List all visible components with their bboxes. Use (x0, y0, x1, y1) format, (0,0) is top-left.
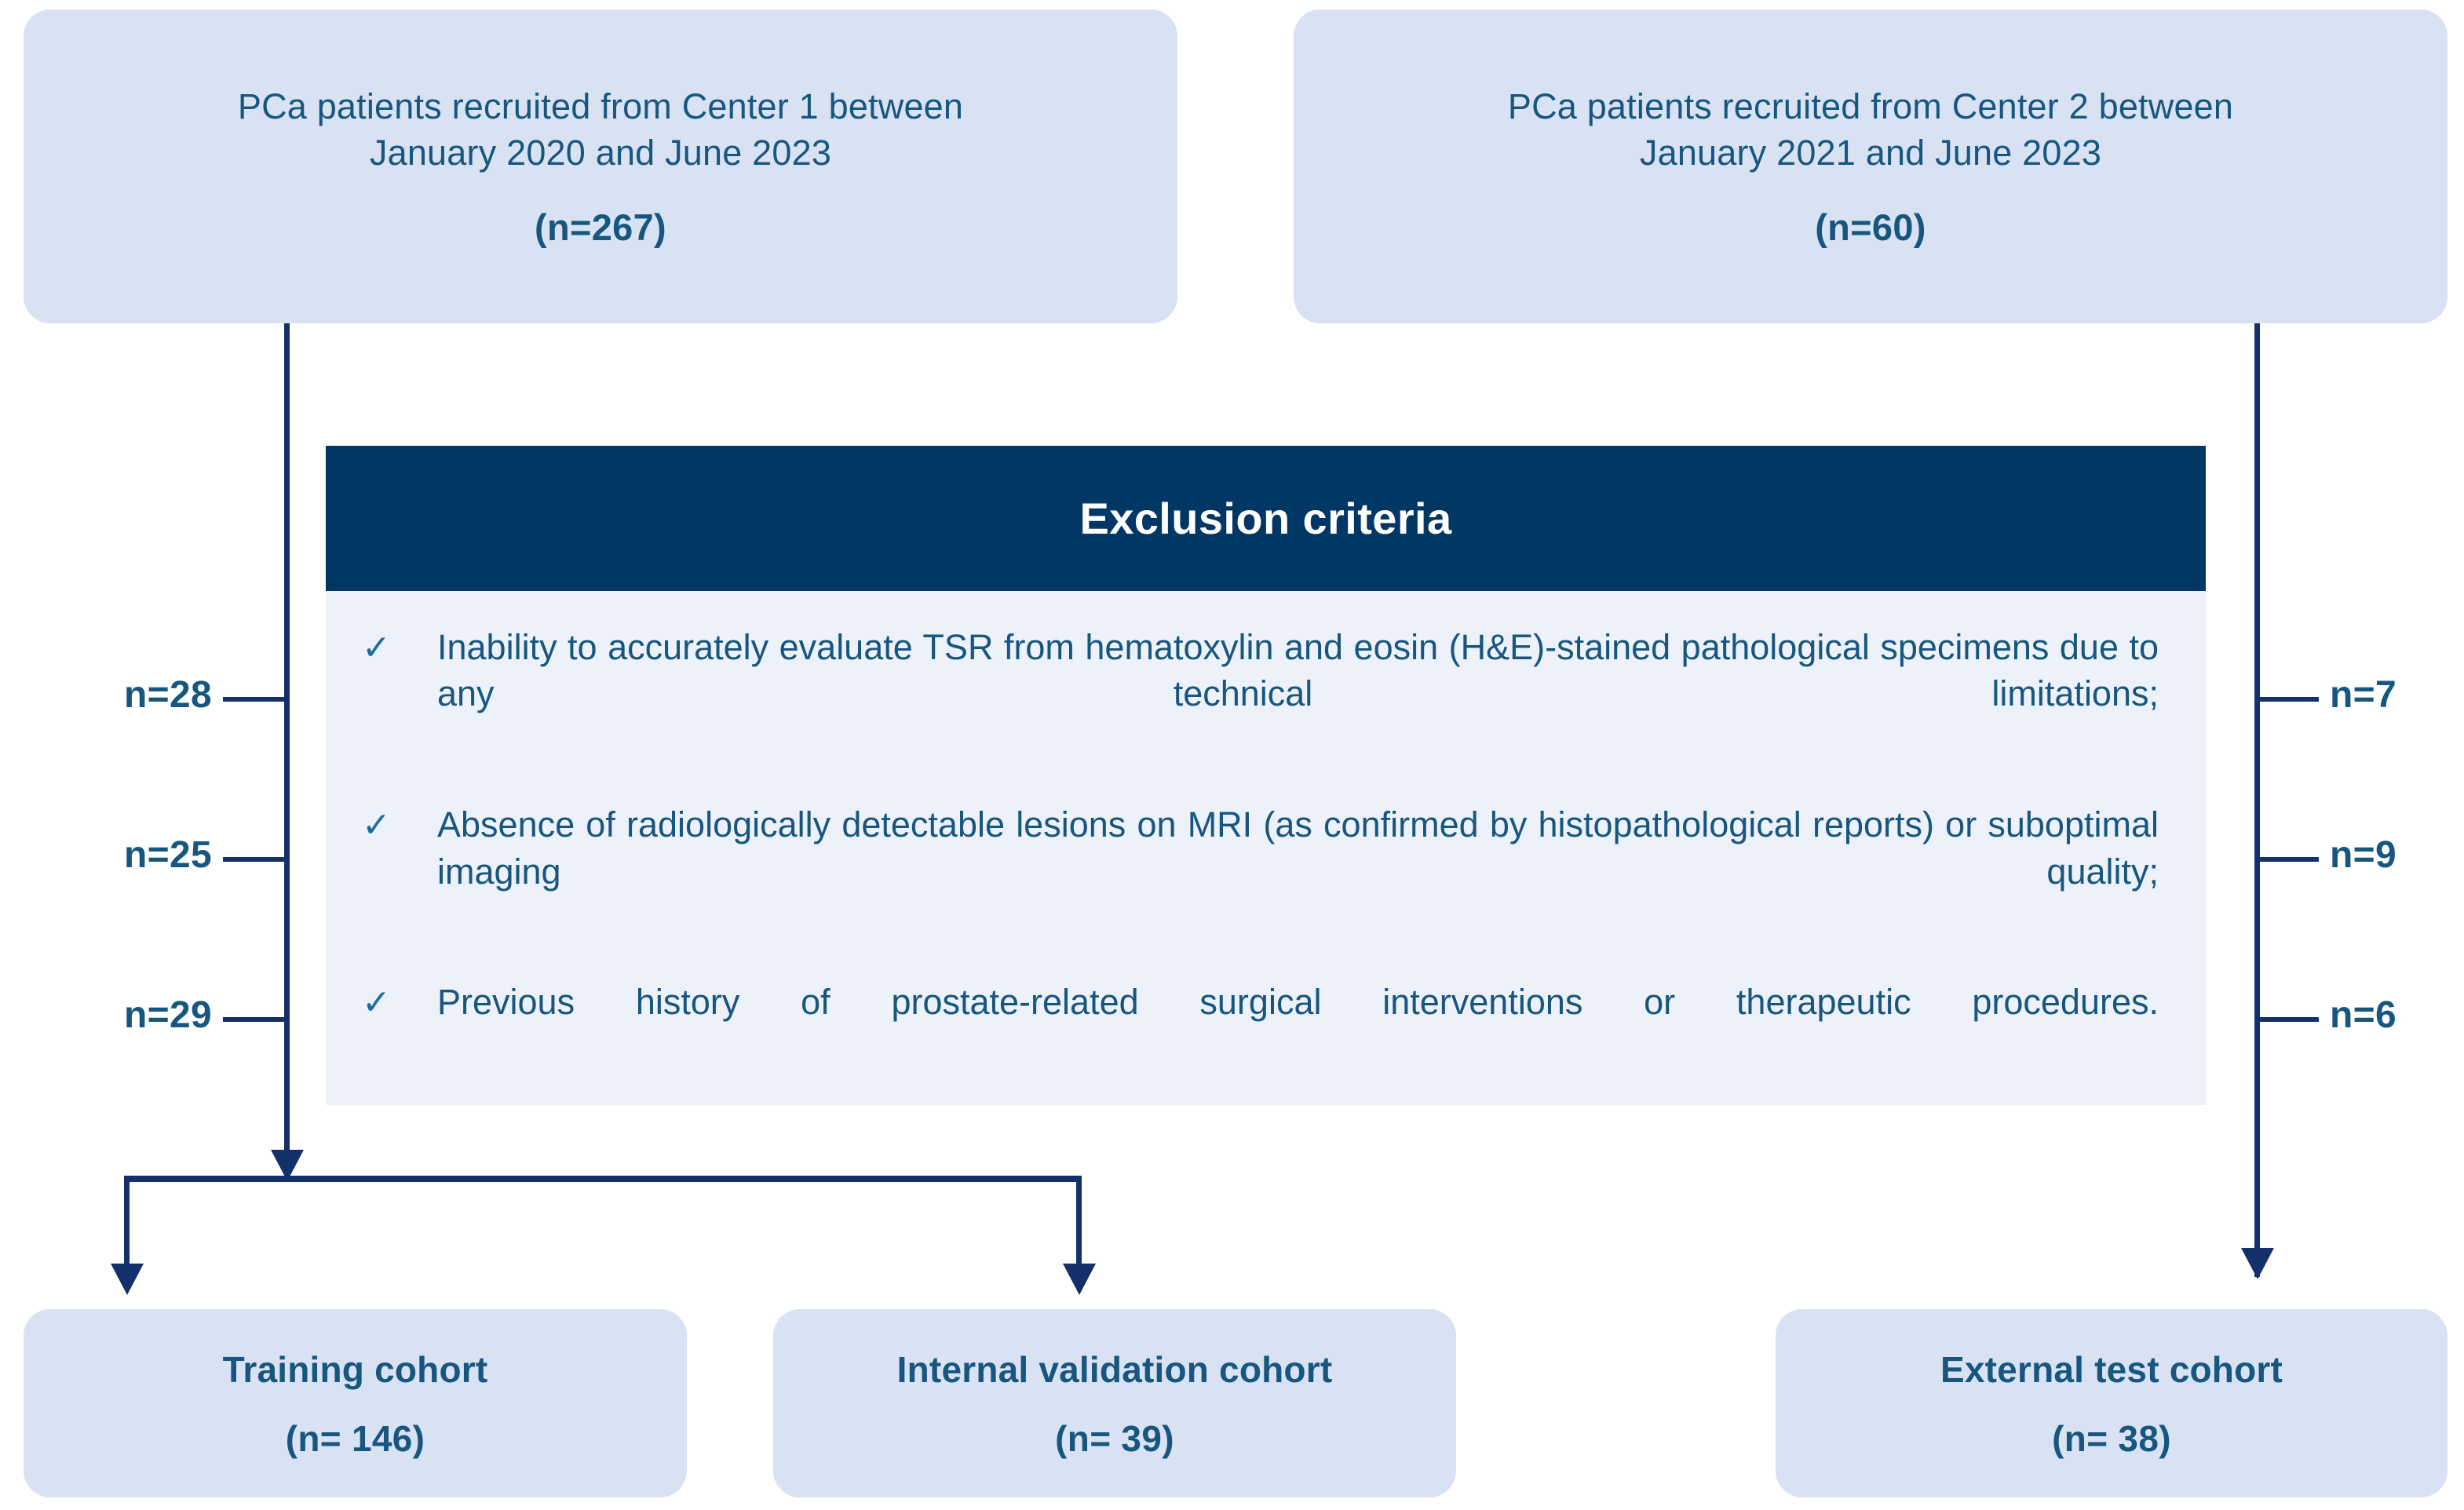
exclusion-criteria-panel: Exclusion criteria ✓ Inability to accura… (326, 446, 2206, 1105)
cohort-box-internal-validation: Internal validation cohort (n= 39) (773, 1309, 1456, 1497)
tick-mark-right-1 (2258, 697, 2319, 702)
source-box-center-1-text: PCa patients recruited from Center 1 bet… (237, 86, 964, 173)
source-box-center-1-count: (n=267) (535, 206, 666, 248)
source-box-center-2-text: PCa patients recruited from Center 2 bet… (1507, 86, 2234, 173)
connector-split-bar (124, 1176, 1082, 1182)
cohort-box-external-test-label: External test cohort (1940, 1349, 2283, 1391)
cohort-box-external-test-count: (n= 38) (2052, 1417, 2171, 1459)
exclusion-count-right-3: n=6 (2330, 994, 2396, 1036)
exclusion-count-left-1: n=28 (124, 674, 212, 716)
tick-mark-right-2 (2258, 857, 2319, 862)
exclusion-count-left-2: n=25 (124, 834, 212, 876)
cohort-box-external-test: External test cohort (n= 38) (1776, 1309, 2448, 1497)
exclusion-count-right-2: n=9 (2330, 834, 2396, 876)
arrow-head-icon-training (111, 1264, 144, 1295)
tick-mark-left-2 (223, 857, 284, 862)
cohort-box-training: Training cohort (n= 146) (24, 1309, 687, 1497)
connector-line-training (124, 1176, 130, 1274)
cohort-box-internal-validation-label: Internal validation cohort (896, 1349, 1333, 1391)
tick-mark-left-3 (223, 1017, 284, 1022)
arrow-head-icon-center-2 (2241, 1248, 2274, 1279)
exclusion-criteria-title: Exclusion criteria (326, 446, 2206, 591)
exclusion-criteria-item-text: Previous history of prostate-related sur… (437, 982, 2159, 1023)
arrow-head-icon-internal (1063, 1264, 1096, 1295)
source-box-center-2-count: (n=60) (1815, 206, 1926, 248)
connector-line-internal (1076, 1176, 1082, 1274)
exclusion-criteria-item: ✓ Previous history of prostate-related s… (362, 979, 2159, 1072)
check-icon: ✓ (362, 629, 391, 667)
exclusion-count-right-1: n=7 (2330, 674, 2396, 716)
check-icon: ✓ (362, 806, 391, 845)
exclusion-criteria-item: ✓ Inability to accurately evaluate TSR f… (362, 624, 2159, 764)
connector-line-center-1 (284, 323, 290, 1179)
cohort-box-training-label: Training cohort (222, 1349, 488, 1391)
exclusion-count-left-3: n=29 (124, 994, 212, 1036)
cohort-box-training-count: (n= 146) (285, 1417, 425, 1459)
exclusion-criteria-item-text: Absence of radiologically detectable les… (437, 804, 2159, 892)
source-box-center-2: PCa patients recruited from Center 2 bet… (1294, 9, 2448, 323)
connector-line-center-2 (2254, 323, 2260, 1277)
cohort-box-internal-validation-count: (n= 39) (1055, 1417, 1174, 1459)
source-box-center-1: PCa patients recruited from Center 1 bet… (24, 9, 1177, 323)
exclusion-criteria-item-text: Inability to accurately evaluate TSR fro… (437, 627, 2159, 714)
tick-mark-left-1 (223, 697, 284, 702)
check-icon: ✓ (362, 983, 391, 1023)
exclusion-criteria-item: ✓ Absence of radiologically detectable l… (362, 801, 2159, 941)
exclusion-criteria-list: ✓ Inability to accurately evaluate TSR f… (326, 591, 2206, 1072)
tick-mark-right-3 (2258, 1017, 2319, 1022)
